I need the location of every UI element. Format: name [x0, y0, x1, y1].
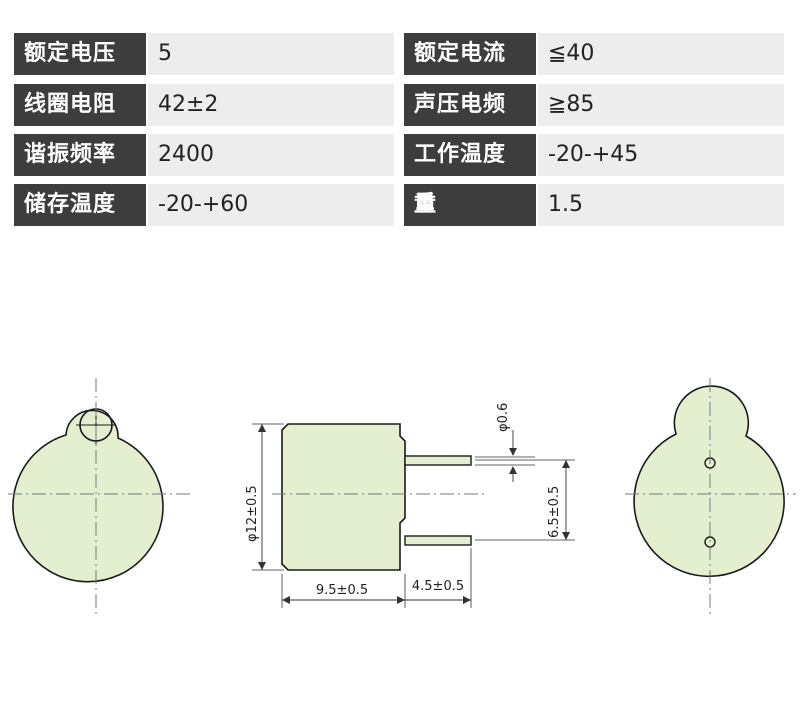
- spec-label: 额定电压: [14, 33, 146, 75]
- spec-row: 谐振频率 2400 工作温度 -20-+45: [0, 134, 800, 176]
- spec-value: ≦40: [538, 33, 784, 75]
- spec-label-text: 重: [414, 192, 438, 217]
- spec-value: 42±2: [148, 84, 394, 126]
- lower-pin: [404, 535, 472, 546]
- spec-label: 谐振频率: [14, 134, 146, 176]
- spec-value-text: ≧85: [548, 92, 595, 117]
- front-view: [8, 378, 190, 616]
- pin-diameter-label: φ0.6: [496, 403, 511, 432]
- diameter-arrow: [258, 562, 266, 570]
- spec-label: 线圈电阻: [14, 84, 146, 126]
- technical-drawing: φ0.6 6.5±0.5 φ12±0.5 9.5±0.5 4.5±0.5: [8, 378, 796, 616]
- spec-label: 储存温度: [14, 184, 146, 226]
- spec-label-text: 声压电频: [414, 92, 507, 117]
- spec-value-text: -20-+60: [158, 192, 249, 217]
- front-view-outline: [12, 409, 164, 583]
- back-view: [625, 378, 796, 616]
- spec-label-text: 工作温度: [414, 142, 507, 167]
- spec-value-text: 2400: [158, 142, 214, 167]
- spec-value-text: ≦40: [548, 41, 595, 66]
- spec-label-text: 谐振频率: [24, 142, 117, 167]
- spec-value-text: 5: [158, 41, 172, 66]
- spec-value-text: 1.5: [548, 192, 583, 217]
- spec-label-text: 线圈电阻: [24, 92, 117, 117]
- side-view: φ0.6 6.5±0.5 φ12±0.5 9.5±0.5 4.5±0.5: [245, 403, 575, 608]
- spec-table: 额定电压 5 额定电流 ≦40 线圈电阻 42±2 声压电频 ≧85 谐振频率 …: [0, 0, 800, 240]
- side-view-body: [281, 423, 406, 571]
- back-view-outline: [633, 385, 785, 578]
- spec-value: 5: [148, 33, 394, 75]
- pin-length-arrow: [463, 596, 471, 604]
- pin-dia-arrow: [509, 466, 517, 474]
- spec-value-text: 42±2: [158, 92, 219, 117]
- diameter-label: φ12±0.5: [245, 485, 260, 542]
- spec-value-text: -20-+45: [548, 142, 639, 167]
- spec-value: -20-+60: [148, 184, 394, 226]
- spec-row: 储存温度 -20-+60 重 量 1.5: [0, 184, 800, 226]
- pin-spacing-arrow: [562, 460, 570, 468]
- spec-row: 线圈电阻 42±2 声压电频 ≧85: [0, 84, 800, 126]
- spec-label-text: 额定电压: [24, 41, 117, 66]
- spec-value: 2400: [148, 134, 394, 176]
- spec-label-text: 额定电流: [414, 41, 507, 66]
- spec-label-text: 储存温度: [24, 192, 117, 217]
- pin-spacing-arrow: [562, 532, 570, 540]
- pin-dia-arrow: [509, 448, 517, 456]
- spec-label: 额定电流: [404, 33, 536, 75]
- upper-pin: [404, 455, 472, 466]
- pin-spacing-label: 6.5±0.5: [547, 486, 562, 538]
- diameter-arrow: [258, 424, 266, 432]
- spec-label: 重 量: [404, 184, 536, 226]
- spec-label-text: 量: [414, 192, 438, 217]
- body-height-label: 9.5±0.5: [316, 583, 368, 598]
- spec-label: 声压电频: [404, 84, 536, 126]
- body-length-arrow: [397, 596, 405, 604]
- spec-row: 额定电压 5 额定电流 ≦40: [0, 33, 800, 75]
- pin-length-label: 4.5±0.5: [412, 579, 464, 594]
- spec-value: 1.5: [538, 184, 784, 226]
- spec-value: -20-+45: [538, 134, 784, 176]
- body-length-arrow: [282, 596, 290, 604]
- spec-label: 工作温度: [404, 134, 536, 176]
- spec-value: ≧85: [538, 84, 784, 126]
